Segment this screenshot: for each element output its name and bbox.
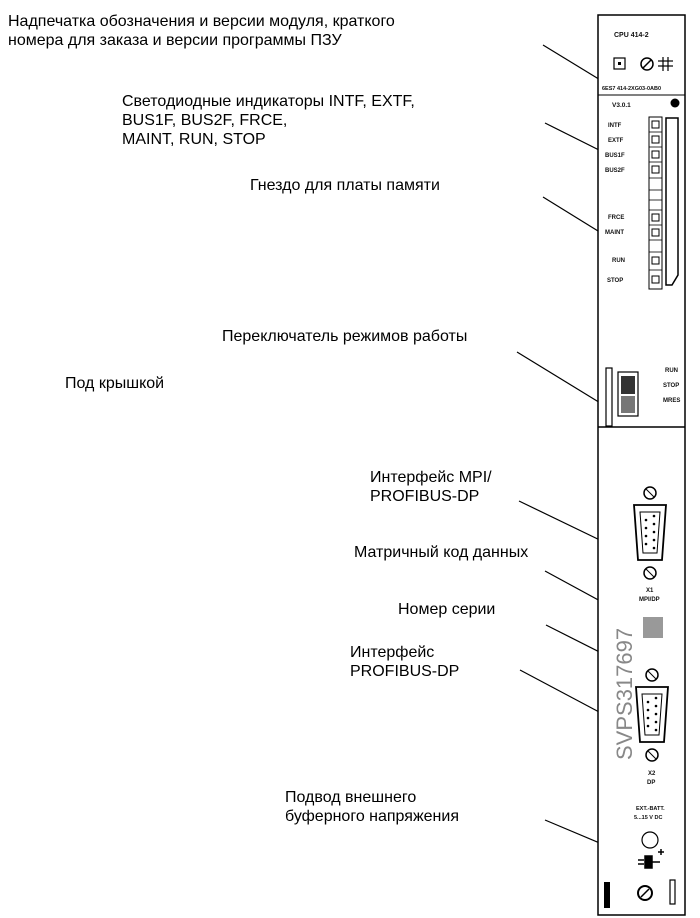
x2-sub-label: DP (647, 780, 655, 786)
callout-data-matrix: Матричный код данных (354, 544, 529, 561)
square-indicator-icon (613, 57, 626, 70)
led-indicator (651, 165, 660, 174)
serial-number-text: SVPS317697 (612, 628, 637, 760)
ext-batt-voltage: 5...15 V DC (634, 815, 662, 821)
grid-symbol-icon (658, 57, 673, 71)
mode-position-label: STOP (663, 383, 679, 389)
callout-ext-battery: Подвод внешнего буферного напряжения (285, 789, 459, 825)
version-text: V3.0.1 (612, 102, 631, 109)
led-indicator (651, 120, 660, 129)
x2-label: X2 (648, 771, 656, 777)
cpu-name-text: CPU 414-2 (614, 32, 649, 39)
mpi-dp-connector: X1 MPI/DP (633, 486, 667, 603)
led-indicator (651, 256, 660, 265)
data-matrix-code (643, 617, 663, 638)
led-label: FRCE (608, 215, 624, 221)
mode-position-label: RUN (665, 368, 678, 374)
order-number-text: 6ES7 414-2XG03-0AB0 (602, 86, 661, 92)
ext-battery-input: EXT.-BATT. 5...15 V DC (634, 806, 665, 869)
led-label: MAINT (605, 230, 624, 236)
led-panel: INTF EXTF BUS1F BUS2F FRCE MAINT RUN STO… (605, 116, 663, 290)
mode-switch: RUN STOP MRES (605, 367, 680, 427)
callout-mode-switch: Переключатель режимов работы (222, 328, 468, 345)
callout-under-cover: Под крышкой (65, 375, 165, 392)
led-label: RUN (612, 258, 625, 264)
led-label: EXTF (608, 138, 624, 144)
ext-batt-label: EXT.-BATT. (636, 806, 665, 812)
memory-card-slot (665, 117, 679, 286)
bottom-slot (669, 879, 676, 905)
x1-label: X1 (646, 588, 654, 594)
status-dot (670, 98, 680, 108)
led-indicator (651, 150, 660, 159)
led-indicator (651, 228, 660, 237)
led-label: BUS1F (605, 153, 625, 159)
led-indicator (651, 135, 660, 144)
screw-icon (640, 57, 654, 71)
bottom-latch (604, 882, 610, 908)
callout-leds: Светодиодные индикаторы INTF, EXTF, BUS1… (122, 93, 415, 148)
callout-serial-number: Номер серии (398, 601, 496, 618)
led-label: STOP (607, 278, 623, 284)
dp-connector: X2 DP (635, 668, 669, 786)
led-indicator (651, 213, 660, 222)
led-indicator (651, 275, 660, 284)
battery-plug-icon (638, 849, 664, 869)
led-label: INTF (608, 123, 622, 129)
led-label: BUS2F (605, 168, 625, 174)
mode-position-label: MRES (663, 398, 680, 404)
callout-memory-card-slot: Гнездо для платы памяти (250, 177, 440, 194)
cpu-module: CPU 414-2 6ES7 414-2XG03-0AB0 V3.0.1 INT… (597, 14, 686, 916)
callout-mpi-interface: Интерфейс MPI/ PROFIBUS-DP (370, 469, 492, 505)
callout-imprint: Надпечатка обозначения и версии модуля, … (8, 13, 395, 49)
x1-sub-label: MPI/DP (639, 597, 660, 603)
callout-dp-interface: Интерфейс PROFIBUS-DP (350, 644, 460, 680)
